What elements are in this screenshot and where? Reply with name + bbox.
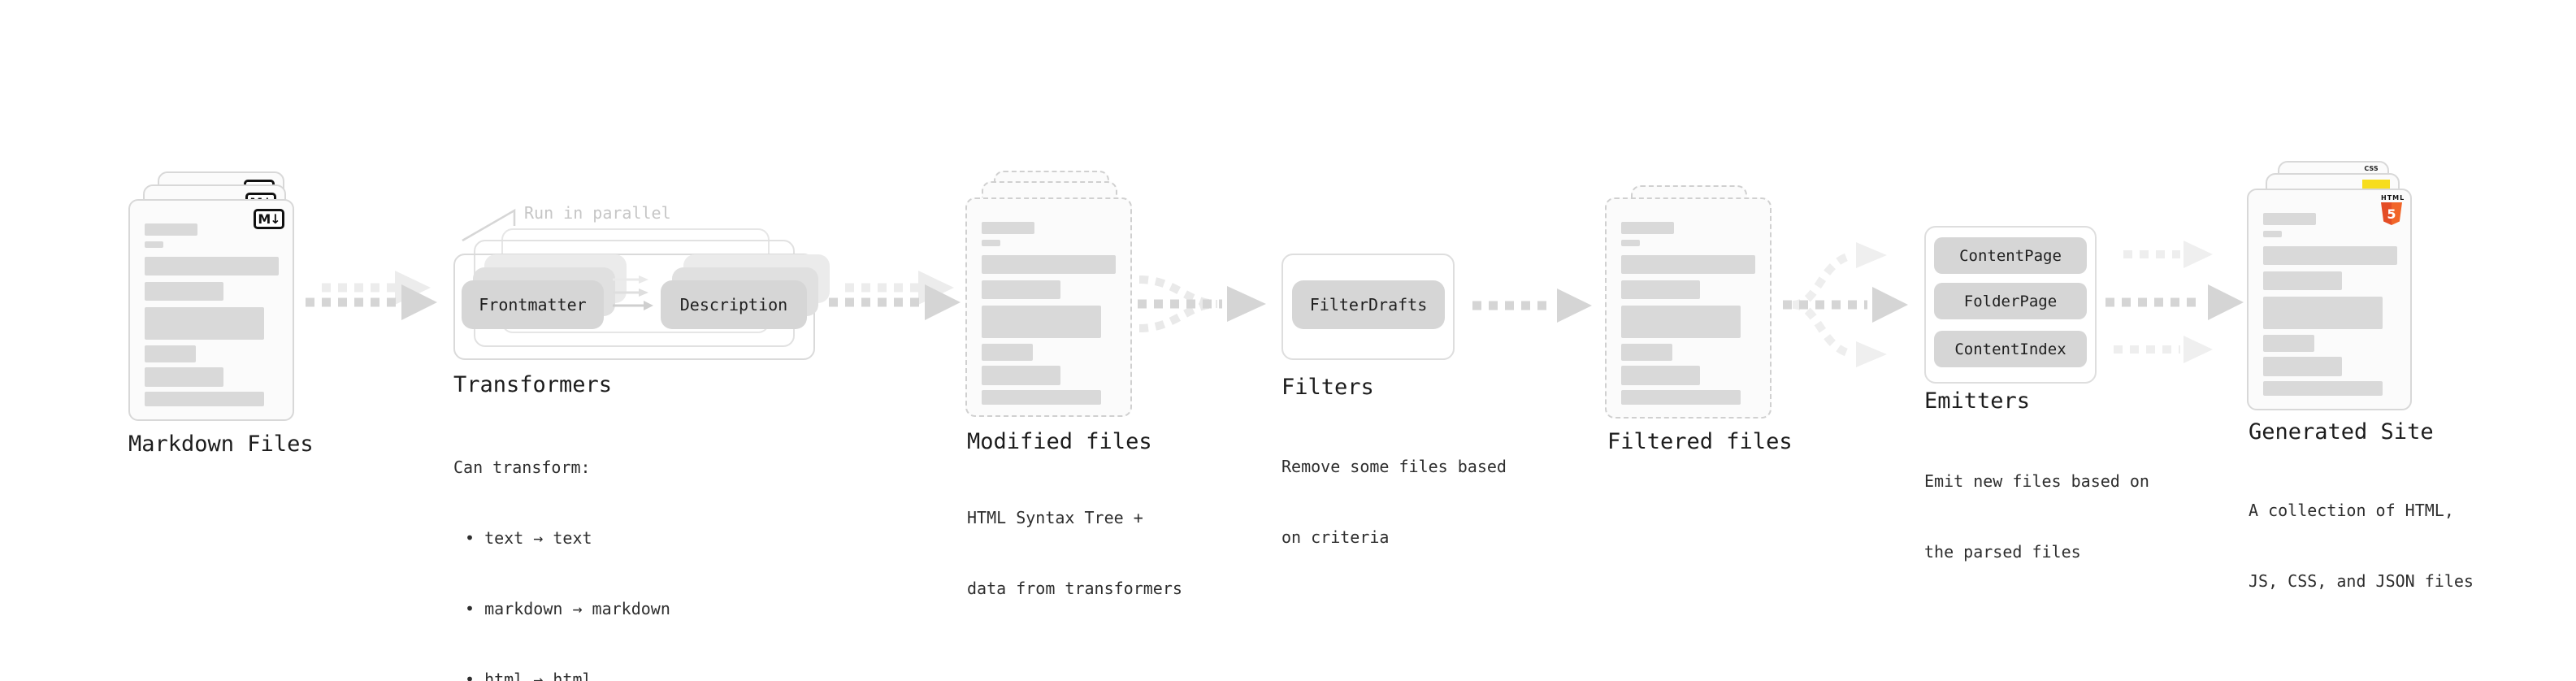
placeholder-bar [1621, 240, 1640, 246]
flow-arrow-stacked [306, 271, 437, 320]
placeholder-bar [1621, 280, 1700, 299]
generated-site-note: A collection of HTML, JS, CSS, and JSON … [2249, 452, 2474, 640]
pill-contentindex: ContentIndex [1934, 331, 2087, 367]
placeholder-bar [145, 345, 196, 362]
placeholder-bar [2263, 231, 2282, 237]
stage-label-markdown-files: Markdown Files [128, 432, 314, 457]
note-bullet: • html → html [465, 670, 592, 681]
filters-box [1281, 254, 1455, 360]
pill-contentpage: ContentPage [1934, 237, 2087, 274]
note-bullet: • markdown → markdown [465, 599, 670, 618]
emitters-note: Emit new files based on the parsed files [1924, 423, 2149, 611]
file-content-placeholder [982, 222, 1116, 405]
placeholder-bar [2263, 213, 2316, 225]
note-line: Can transform: [453, 458, 591, 477]
placeholder-bar [982, 390, 1101, 405]
note-line: A collection of HTML, [2249, 501, 2454, 520]
transformers-note: Can transform: • text → text • markdown … [453, 409, 670, 681]
placeholder-bar [2263, 246, 2397, 265]
placeholder-bar [982, 240, 1000, 246]
placeholder-bar [145, 257, 279, 275]
filters-note: Remove some files based on criteria [1281, 408, 1507, 596]
placeholder-bar [1621, 344, 1672, 361]
placeholder-bar [982, 222, 1034, 234]
flow-arrow-diverging [1783, 242, 1908, 367]
placeholder-bar [982, 280, 1060, 299]
placeholder-bar [1621, 222, 1674, 234]
annotation-leader-line [462, 208, 516, 242]
placeholder-bar [2263, 357, 2342, 376]
placeholder-bar [2263, 271, 2342, 290]
placeholder-bar [1621, 255, 1755, 274]
pill-filterdrafts: FilterDrafts [1292, 280, 1445, 329]
placeholder-bar [2263, 335, 2314, 352]
placeholder-bar [1621, 390, 1741, 405]
pill-frontmatter: Frontmatter [462, 280, 604, 329]
html5-icon-label: HTML [2381, 194, 2405, 202]
placeholder-bar [145, 223, 197, 236]
modified-files-note: HTML Syntax Tree + data from transformer… [967, 459, 1182, 648]
stage-label-modified-files: Modified files [967, 429, 1152, 454]
file-card-front: HTML 5 [2247, 189, 2412, 410]
placeholder-bar [2263, 381, 2383, 396]
placeholder-bar [145, 241, 163, 248]
css-icon-label: CSS [2364, 165, 2379, 172]
run-in-parallel-annotation: Run in parallel [524, 203, 671, 223]
note-line: Emit new files based on [1924, 471, 2149, 491]
placeholder-bar [145, 307, 264, 340]
stage-label-generated-site: Generated Site [2249, 419, 2434, 445]
placeholder-bar [982, 344, 1033, 361]
placeholder-bar [1621, 306, 1741, 338]
html5-icon: HTML 5 [2381, 194, 2405, 225]
placeholder-bar [145, 282, 223, 301]
flow-arrow-triple [2105, 241, 2244, 363]
placeholder-bar [145, 392, 264, 406]
html5-icon-shield: 5 [2381, 202, 2402, 225]
stage-label-filtered-files: Filtered files [1607, 429, 1793, 454]
stage-label-emitters: Emitters [1924, 388, 2031, 414]
file-card-front [1605, 197, 1772, 419]
stage-label-filters: Filters [1281, 375, 1374, 400]
file-card-front [965, 197, 1132, 417]
flow-arrow-stacked [829, 271, 961, 320]
placeholder-bar [982, 255, 1116, 274]
note-line: Remove some files based [1281, 457, 1507, 476]
note-line: on criteria [1281, 527, 1390, 547]
note-line: the parsed files [1924, 542, 2081, 562]
note-bullet: • text → text [465, 528, 592, 548]
placeholder-bar [2263, 297, 2383, 329]
placeholder-bar [145, 367, 223, 387]
placeholder-bar [982, 366, 1060, 385]
note-line: JS, CSS, and JSON files [2249, 571, 2474, 591]
note-line: HTML Syntax Tree + [967, 508, 1143, 527]
emitters-box [1924, 226, 2097, 384]
flow-arrow-converging [1138, 275, 1266, 332]
note-line: data from transformers [967, 579, 1182, 598]
file-content-placeholder [1621, 222, 1755, 405]
file-content-placeholder [2263, 213, 2397, 396]
stage-label-transformers: Transformers [453, 372, 613, 397]
html5-icon-number: 5 [2387, 206, 2396, 222]
pill-description: Description [661, 280, 807, 329]
parallel-step-arrows [613, 275, 653, 310]
pill-folderpage: FolderPage [1934, 283, 2087, 319]
placeholder-bar [1621, 366, 1700, 385]
file-card-front: M↓ [128, 199, 294, 421]
file-content-placeholder [145, 223, 279, 406]
flow-arrow-single [1472, 288, 1592, 323]
placeholder-bar [982, 306, 1101, 338]
markdown-icon: M↓ [254, 209, 284, 229]
